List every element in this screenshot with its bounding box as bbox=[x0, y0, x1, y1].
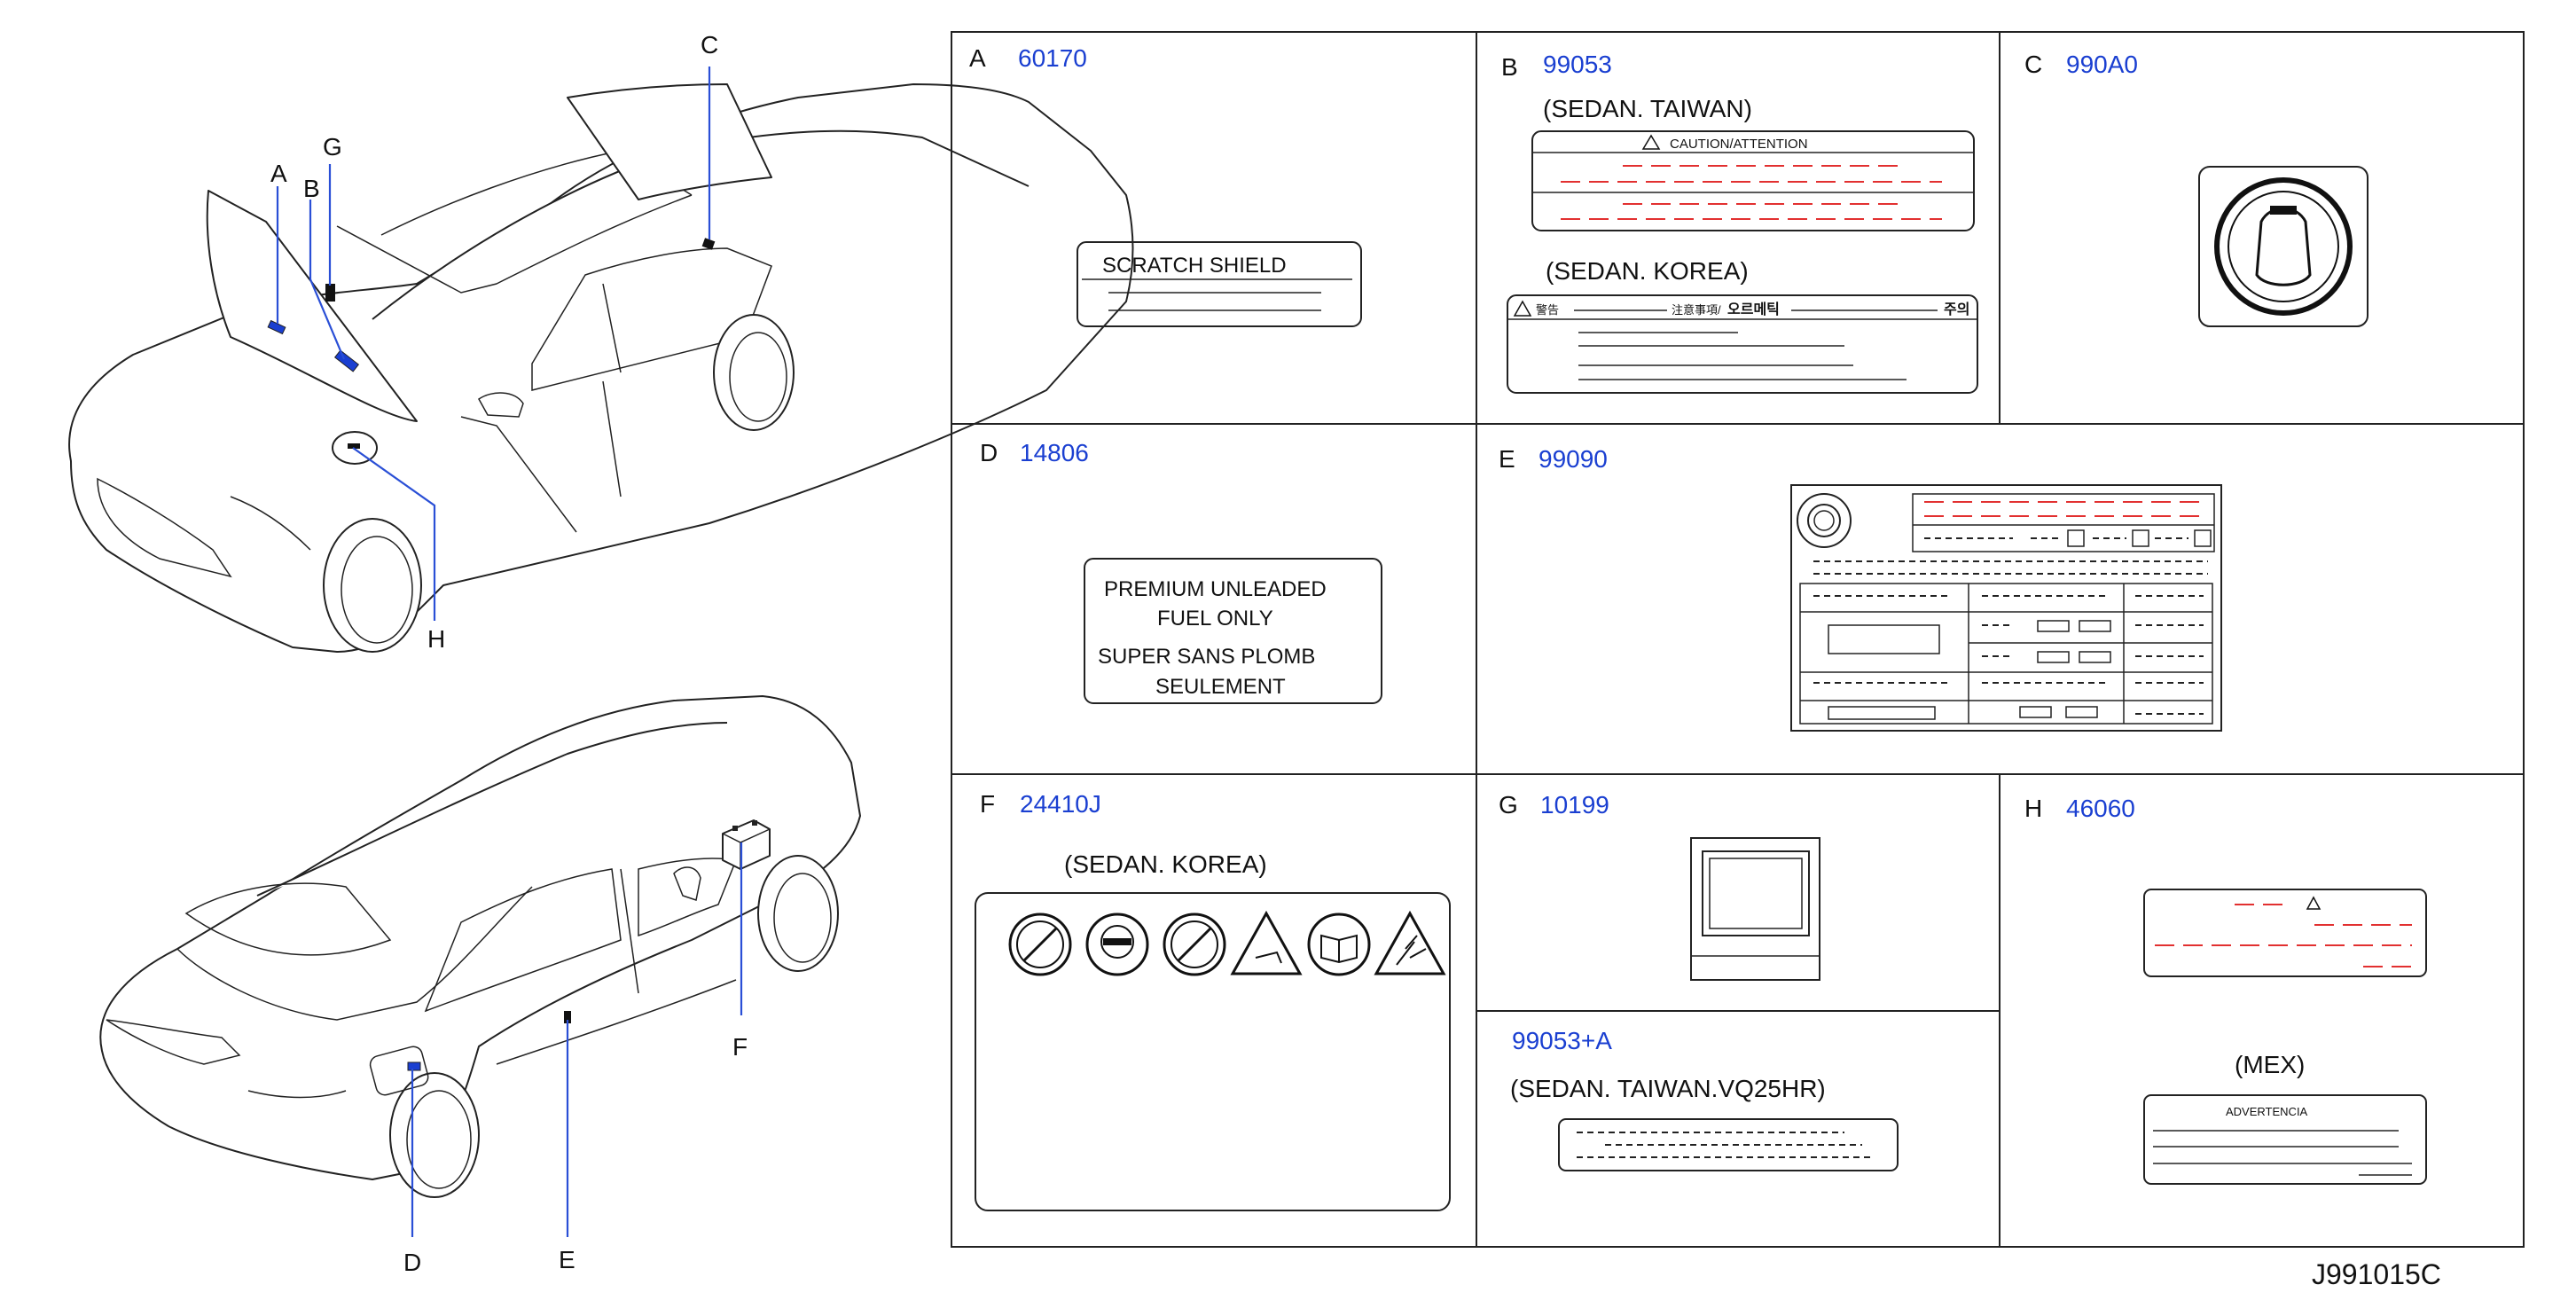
panel-g-letter: G bbox=[1499, 791, 1518, 819]
fuel-label bbox=[1084, 558, 1382, 704]
tire-icon bbox=[1797, 493, 1852, 548]
fuel-line-1: PREMIUM UNLEADED bbox=[1104, 577, 1327, 601]
panel-h: H 46060 (MEX) ADVERTENCIA bbox=[2024, 795, 2427, 1185]
callout-c: C bbox=[701, 31, 718, 59]
tire-info-placard bbox=[1790, 484, 2222, 732]
caution-text: CAUTION/ATTENTION bbox=[1670, 137, 1808, 152]
panel-b-variant-taiwan: (SEDAN. TAIWAN) bbox=[1543, 95, 1752, 122]
callout-h: H bbox=[427, 625, 445, 653]
keep-away-children-icon bbox=[1163, 913, 1226, 976]
parts-table bbox=[951, 31, 2525, 1248]
h-warning-label bbox=[2143, 889, 2427, 977]
panel-h-variant-mex: (MEX) bbox=[2235, 1051, 2305, 1078]
panel-a: A 60170 SCRATCH SHIELD bbox=[969, 44, 1362, 327]
panel-d-letter: D bbox=[980, 439, 998, 466]
advertencia-label bbox=[2143, 1094, 2427, 1185]
panel-99053a: 99053+A (SEDAN. TAIWAN.VQ25HR) bbox=[1510, 1027, 1899, 1171]
panel-b: B 99053 (SEDAN. TAIWAN) CAUTION/ATTENTIO… bbox=[1501, 51, 1978, 394]
callout-f: F bbox=[732, 1033, 748, 1061]
panel-g-part-number: 10199 bbox=[1540, 791, 1609, 819]
panel-d-part-number: 14806 bbox=[1020, 439, 1089, 466]
panel-b-part-number: 99053 bbox=[1543, 51, 1612, 78]
callout-e: E bbox=[559, 1246, 575, 1273]
panel-h-letter: H bbox=[2024, 795, 2042, 822]
read-manual-icon bbox=[1307, 913, 1371, 976]
korea-text-2: 注意事項/ bbox=[1672, 303, 1721, 317]
korea-caution-label bbox=[1507, 294, 1978, 394]
panel-b-letter: B bbox=[1501, 53, 1518, 81]
callout-g: G bbox=[323, 133, 342, 161]
fuel-line-4: SEULEMENT bbox=[1155, 675, 1286, 699]
taiwan-vq25hr-label bbox=[1558, 1118, 1899, 1171]
panel-99053a-part-number: 99053+A bbox=[1512, 1027, 1612, 1054]
explosive-gas-icon bbox=[1374, 910, 1446, 975]
korea-text-1: 警告 bbox=[1536, 303, 1559, 317]
panel-g: G 10199 bbox=[1499, 791, 1820, 981]
g-label bbox=[1690, 837, 1820, 981]
no-smoking-icon bbox=[1008, 913, 1072, 976]
panel-e: E 99090 bbox=[1499, 445, 2222, 732]
acid-warning-icon bbox=[1230, 910, 1303, 975]
key-ring-icon bbox=[2214, 177, 2353, 316]
panel-h-part-number: 46060 bbox=[2066, 795, 2135, 822]
fuel-line-2: FUEL ONLY bbox=[1157, 607, 1273, 631]
korea-warning-triangle-icon bbox=[1513, 300, 1532, 317]
car-front-view bbox=[68, 83, 1134, 653]
warning-triangle-icon bbox=[1641, 134, 1661, 150]
panel-99053a-variant: (SEDAN. TAIWAN.VQ25HR) bbox=[1510, 1075, 1826, 1102]
eye-protection-icon bbox=[1085, 913, 1149, 976]
callout-d: D bbox=[403, 1249, 421, 1276]
panel-f-part-number: 24410J bbox=[1020, 790, 1101, 818]
panel-a-part-number: 60170 bbox=[1018, 44, 1087, 72]
panel-f: F 24410J (SEDAN. KOREA) bbox=[975, 790, 1451, 1211]
panel-d: D 14806 PREMIUM UNLEADED FUEL ONLY SUPER… bbox=[980, 439, 1382, 704]
korea-text-4: 주의 bbox=[1944, 302, 1969, 317]
panel-c-letter: C bbox=[2024, 51, 2042, 78]
battery-warning-label bbox=[975, 892, 1451, 1211]
fuel-line-3: SUPER SANS PLOMB bbox=[1098, 645, 1315, 669]
callout-b: B bbox=[303, 175, 320, 202]
panel-c: C 990A0 bbox=[2024, 51, 2369, 327]
leader-b bbox=[309, 200, 346, 360]
car-top-icon bbox=[2255, 207, 2312, 286]
korea-text-3: 오르메틱 bbox=[1727, 302, 1780, 317]
h-warning-triangle-icon bbox=[2306, 896, 2322, 910]
panel-f-variant: (SEDAN. KOREA) bbox=[1064, 850, 1267, 878]
panel-f-letter: F bbox=[980, 790, 995, 818]
panel-b-variant-korea: (SEDAN. KOREA) bbox=[1546, 257, 1749, 285]
callout-a: A bbox=[270, 160, 287, 187]
advertencia-text: ADVERTENCIA bbox=[2226, 1105, 2308, 1118]
panel-e-part-number: 99090 bbox=[1539, 445, 1608, 473]
panel-a-letter: A bbox=[969, 44, 986, 72]
panel-e-letter: E bbox=[1499, 445, 1515, 473]
scratch-shield-label bbox=[1077, 241, 1362, 327]
car-rear-view bbox=[99, 695, 861, 1198]
diagram-id: J991015C bbox=[2312, 1258, 2441, 1290]
leader-h bbox=[352, 447, 436, 621]
panel-c-part-number: 990A0 bbox=[2066, 51, 2138, 78]
key-symbol-label bbox=[2198, 166, 2369, 327]
scratch-shield-text: SCRATCH SHIELD bbox=[1102, 254, 1287, 278]
caution-label bbox=[1531, 130, 1975, 231]
